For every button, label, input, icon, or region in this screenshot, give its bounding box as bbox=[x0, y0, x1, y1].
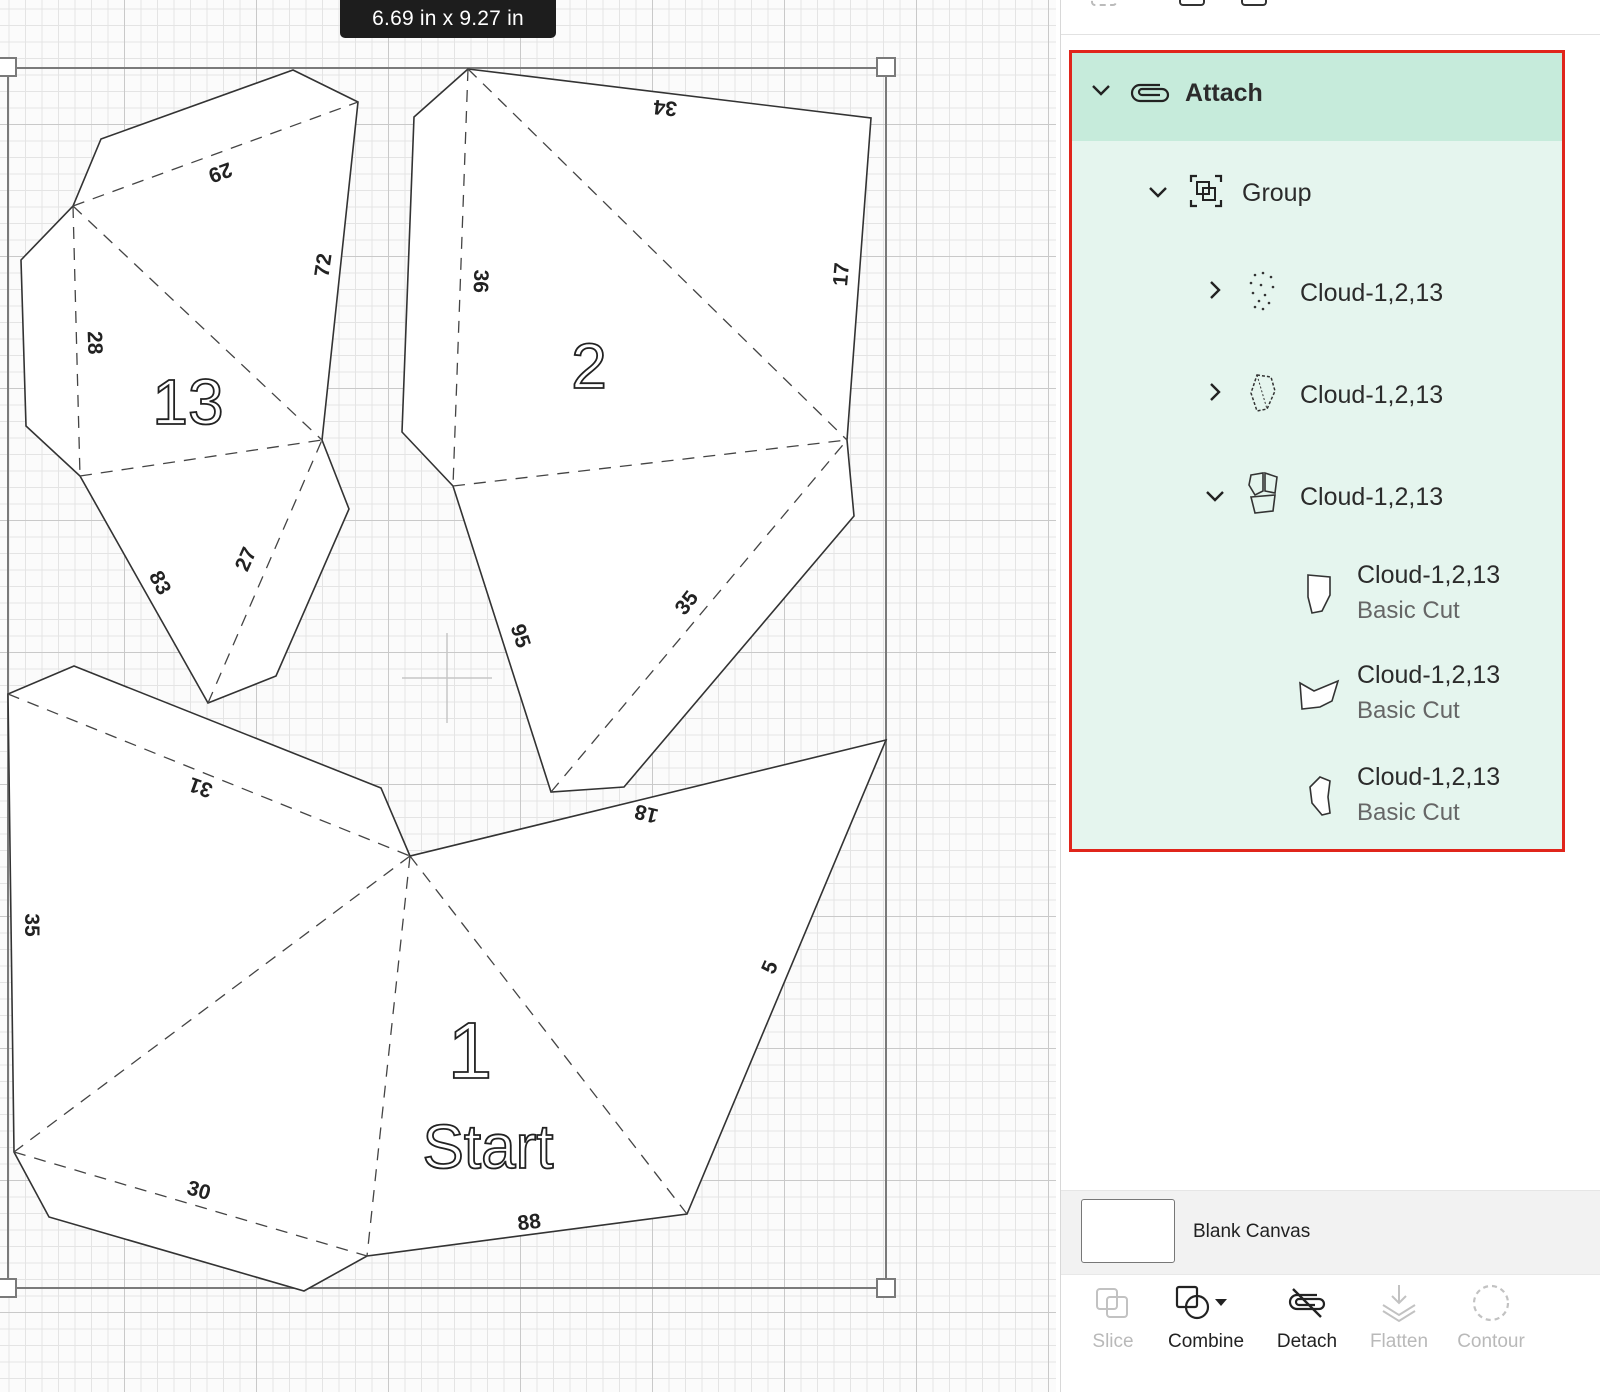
layer-item-label: Cloud-1,2,13 bbox=[1300, 381, 1444, 409]
chevron-right-icon[interactable] bbox=[1202, 277, 1228, 303]
contour-icon bbox=[1471, 1283, 1511, 1323]
piece-2 bbox=[401, 68, 872, 793]
edge-number: 88 bbox=[516, 1210, 542, 1236]
panel-top-icons bbox=[1091, 0, 1391, 6]
resize-handle-bottom-right bbox=[876, 1278, 896, 1298]
contour-button[interactable]: Contour bbox=[1443, 1275, 1539, 1375]
flatten-icon bbox=[1379, 1283, 1419, 1323]
piece-label-13: 13 bbox=[152, 366, 223, 438]
edge-number: 35 bbox=[20, 913, 43, 937]
layer-actions-toolbar: Slice Combine Detach bbox=[1061, 1274, 1600, 1393]
shape-thumbnail-icon bbox=[1306, 773, 1336, 822]
group-icon bbox=[1188, 173, 1224, 214]
dimension-tooltip: 6.69 in x 9.27 in bbox=[340, 0, 556, 38]
edge-number: 28 bbox=[83, 331, 107, 355]
piece-label-1: 1 bbox=[448, 1006, 493, 1095]
layers-panel: Attach Group bbox=[1060, 0, 1600, 1393]
chevron-down-icon[interactable] bbox=[1145, 179, 1171, 205]
chevron-right-icon[interactable] bbox=[1202, 379, 1228, 405]
cloud-shapes-icon bbox=[1245, 471, 1281, 520]
layer-child[interactable]: Cloud-1,2,13 Basic Cut bbox=[1072, 755, 1562, 843]
layer-child-label: Cloud-1,2,13 bbox=[1357, 763, 1501, 791]
layer-child-operation: Basic Cut bbox=[1357, 597, 1460, 624]
layer-child-operation: Basic Cut bbox=[1357, 697, 1460, 724]
selection-box bbox=[7, 67, 887, 1289]
layer-group[interactable]: Group bbox=[1072, 153, 1562, 233]
attach-icon bbox=[1130, 79, 1170, 112]
top-icon[interactable] bbox=[1179, 0, 1205, 6]
combine-button[interactable]: Combine bbox=[1151, 1275, 1261, 1375]
divider bbox=[1061, 34, 1600, 35]
design-canvas[interactable]: 13 2 1 Start 29 72 28 27 83 34 17 36 35 … bbox=[0, 0, 1056, 1392]
layer-child[interactable]: Cloud-1,2,13 Basic Cut bbox=[1072, 653, 1562, 741]
layer-child-label: Cloud-1,2,13 bbox=[1357, 561, 1501, 589]
top-icon[interactable] bbox=[1241, 0, 1267, 6]
piece-1 bbox=[7, 665, 888, 1292]
contour-label: Contour bbox=[1457, 1331, 1525, 1352]
shape-thumbnail-icon bbox=[1304, 571, 1336, 620]
piece-13 bbox=[20, 69, 359, 705]
layer-child-operation: Basic Cut bbox=[1357, 799, 1460, 826]
canvas-thumbnail[interactable] bbox=[1081, 1199, 1175, 1263]
layers-empty-area bbox=[1061, 860, 1600, 1190]
layer-attach[interactable]: Attach bbox=[1072, 53, 1562, 141]
chevron-down-icon[interactable] bbox=[1202, 483, 1228, 509]
detach-button[interactable]: Detach bbox=[1259, 1275, 1355, 1375]
resize-handle-top-left bbox=[0, 57, 17, 77]
layer-child-label: Cloud-1,2,13 bbox=[1357, 661, 1501, 689]
blank-canvas-row[interactable]: Blank Canvas bbox=[1061, 1190, 1600, 1275]
slice-label: Slice bbox=[1092, 1331, 1134, 1352]
detach-icon bbox=[1287, 1283, 1327, 1323]
shape-thumbnail-icon bbox=[1298, 677, 1342, 718]
resize-handle-top-right bbox=[876, 57, 896, 77]
piece-label-start: Start bbox=[423, 1113, 554, 1182]
combine-icon bbox=[1173, 1283, 1227, 1323]
cloud-dots-icon bbox=[1245, 269, 1281, 318]
edge-number: 36 bbox=[469, 269, 493, 293]
combine-label: Combine bbox=[1167, 1331, 1245, 1352]
flatten-label: Flatten bbox=[1369, 1331, 1429, 1352]
canvas-drawing: 13 2 1 Start 29 72 28 27 83 34 17 36 35 … bbox=[0, 57, 896, 1298]
chevron-down-icon[interactable] bbox=[1088, 77, 1114, 103]
edge-number: 34 bbox=[652, 95, 678, 120]
layer-group-label: Group bbox=[1242, 179, 1312, 207]
layer-child[interactable]: Cloud-1,2,13 Basic Cut bbox=[1072, 553, 1562, 641]
layer-attach-label: Attach bbox=[1185, 79, 1263, 107]
layer-item-label: Cloud-1,2,13 bbox=[1300, 483, 1444, 511]
cloud-dashed-icon bbox=[1245, 371, 1281, 420]
top-icon-faded[interactable] bbox=[1091, 0, 1117, 6]
resize-handle-bottom-left bbox=[0, 1278, 17, 1298]
slice-icon bbox=[1093, 1283, 1133, 1323]
slice-button[interactable]: Slice bbox=[1065, 1275, 1161, 1375]
layer-item-label: Cloud-1,2,13 bbox=[1300, 279, 1444, 307]
detach-label: Detach bbox=[1276, 1331, 1338, 1352]
edge-number: 17 bbox=[829, 262, 854, 287]
layer-item[interactable]: Cloud-1,2,13 bbox=[1072, 253, 1562, 333]
edge-number: 72 bbox=[311, 252, 337, 278]
edge-number: 18 bbox=[632, 799, 661, 827]
blank-canvas-label: Blank Canvas bbox=[1193, 1221, 1311, 1242]
flatten-button[interactable]: Flatten bbox=[1351, 1275, 1447, 1375]
layer-item[interactable]: Cloud-1,2,13 bbox=[1072, 353, 1562, 433]
layer-item[interactable]: Cloud-1,2,13 bbox=[1072, 453, 1562, 537]
piece-label-2: 2 bbox=[571, 330, 607, 402]
layers-highlight-box: Attach Group bbox=[1069, 50, 1565, 852]
